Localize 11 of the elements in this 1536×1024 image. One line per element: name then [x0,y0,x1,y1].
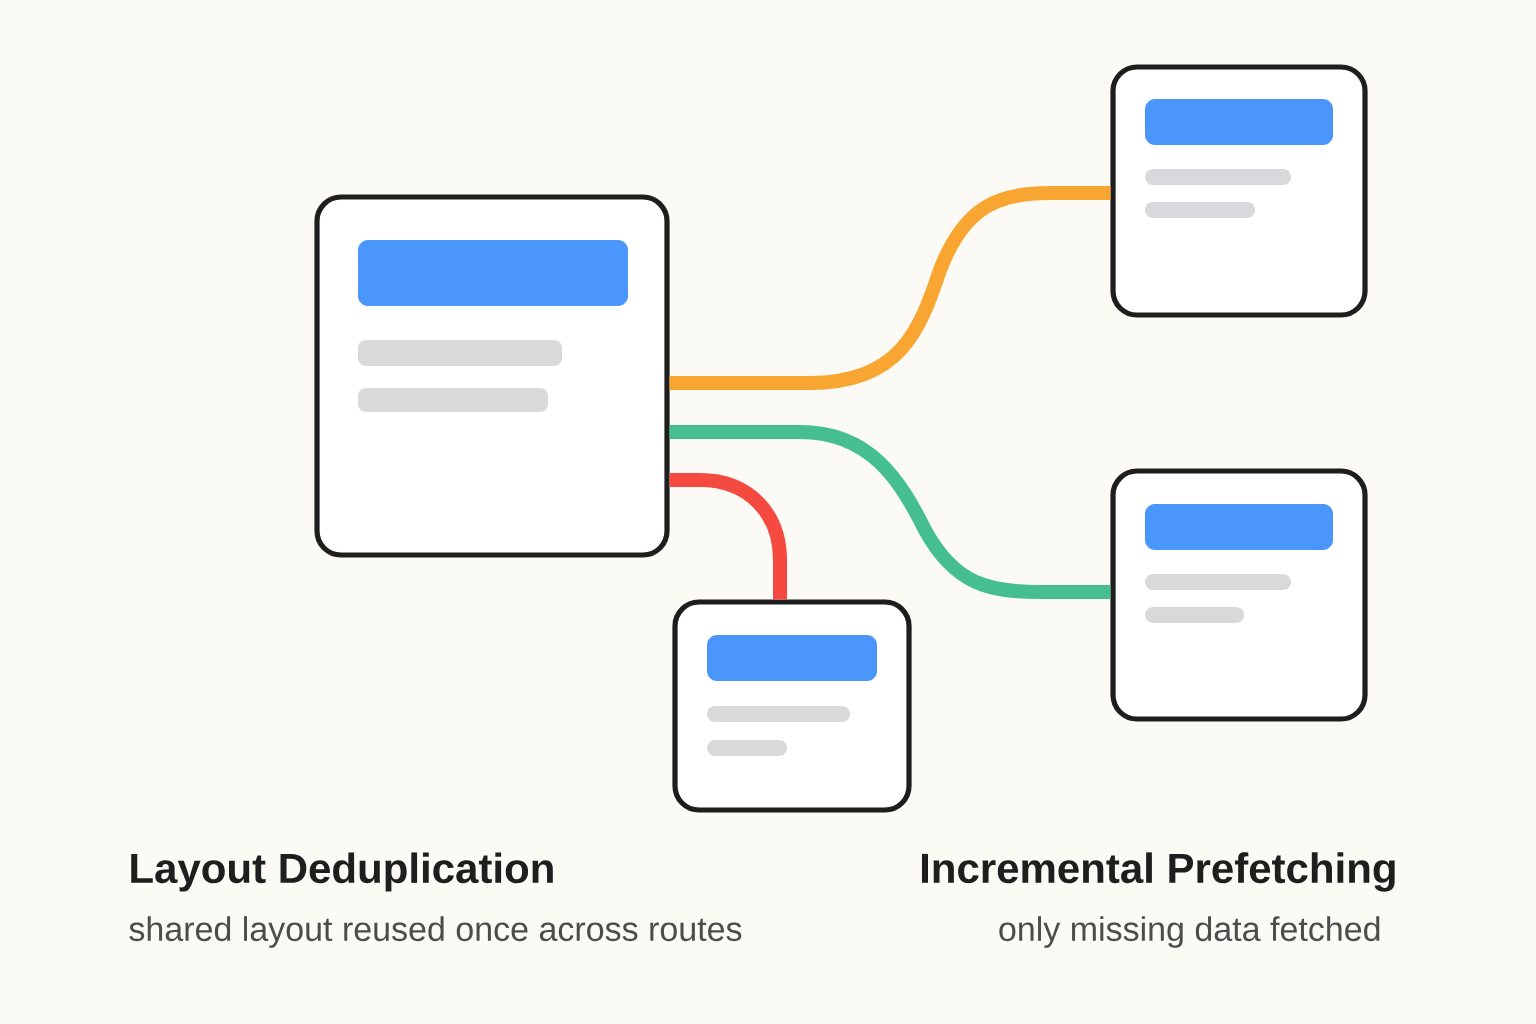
page-card [1110,64,1368,318]
connector-line [669,473,787,600]
section-title: Layout Deduplication [131,852,553,892]
page-card [1110,468,1368,722]
section-subtitle: shared layout reused once across routes [129,916,742,948]
section-subtitle: only missing data fetched [999,916,1380,948]
section-title: Incremental Prefetching [921,852,1395,892]
connector-line [669,186,1111,390]
page-card [672,599,912,813]
connector-line [669,425,1111,599]
page-card [314,194,670,558]
